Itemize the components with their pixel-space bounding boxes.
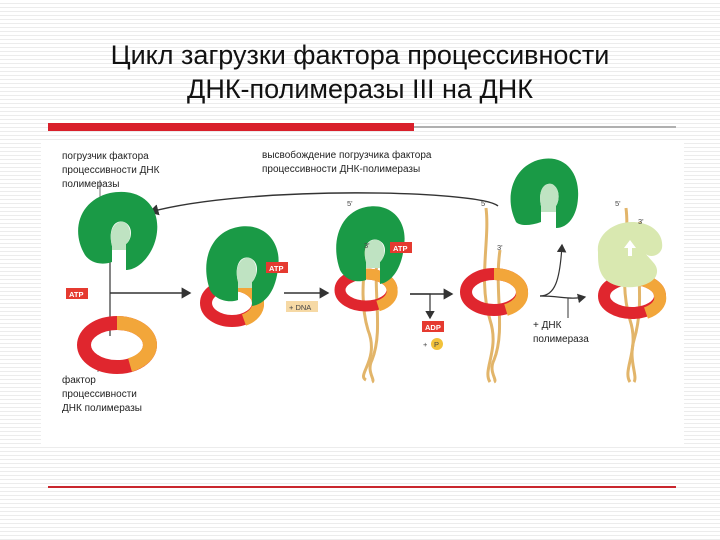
polymerase-label-1: + ДНК [533,320,562,331]
five-prime-step4: 5' [481,199,487,208]
loader-label-3: полимеразы [62,179,119,190]
loader-clamp-complex [200,226,279,327]
three-prime-step4: 3' [497,243,503,252]
dna-strand-step4-a [483,207,495,383]
sliding-clamp-free [77,316,158,374]
slide-title: Цикл загрузки фактора процессивности ДНК… [40,38,680,106]
loader-label-2: процессивности ДНК [62,165,160,176]
complex-on-dna [334,206,405,384]
clamp-label-2: процессивности [62,389,137,400]
clamp-on-dna [460,207,529,384]
polymerase-on-clamp [597,207,667,383]
atp-tag-step2 [266,262,288,273]
title-line-1: Цикл загрузки фактора процессивности [110,40,610,70]
three-prime-step5: 3' [638,217,644,226]
plus-sign: + [423,340,428,349]
release-label-1: высвобождение погрузчика фактора [262,149,432,161]
clamp-label-3: ДНК полимеразы [62,403,142,414]
atp-tag-step3-text: ATP [393,244,407,253]
step4-arrow [539,293,587,304]
dna-strand-step4-b [490,249,502,384]
atp-tag-step1-text: ATP [69,290,83,299]
direction-arrow-icon [624,240,636,256]
loader-release-arrow [539,243,567,297]
adp-tag [422,321,444,332]
adp-release-arrow [410,293,435,320]
title-accent-bar [48,123,414,131]
plus-dna-text: + DNA [289,303,311,312]
title-line-2: ДНК-полимеразы III на ДНК [187,74,533,104]
atp-tag-step3 [390,242,412,253]
plus-dna-tag [286,301,318,312]
title-divider [414,126,676,128]
phosphate-icon [431,338,443,350]
release-label-2: процессивности ДНК-полимеразы [262,164,420,175]
atp-tag-step2-text: ATP [269,264,283,273]
clamp-loader-released [510,158,579,228]
loader-label-1: погрузчик фактора [62,150,149,162]
atp-tag-step1 [66,288,88,299]
footer-divider [48,486,676,488]
phosphate-text: P [434,340,439,349]
release-return-arrow [148,192,499,216]
three-prime-step3: 3' [364,241,370,250]
five-prime-step3: 5' [347,199,353,208]
adp-tag-text: ADP [425,323,441,332]
polymerase-label-2: полимераза [533,334,589,345]
five-prime-step5: 5' [615,199,621,208]
clamp-label-1: фактор [62,374,96,386]
clamp-loader-free [78,191,158,270]
